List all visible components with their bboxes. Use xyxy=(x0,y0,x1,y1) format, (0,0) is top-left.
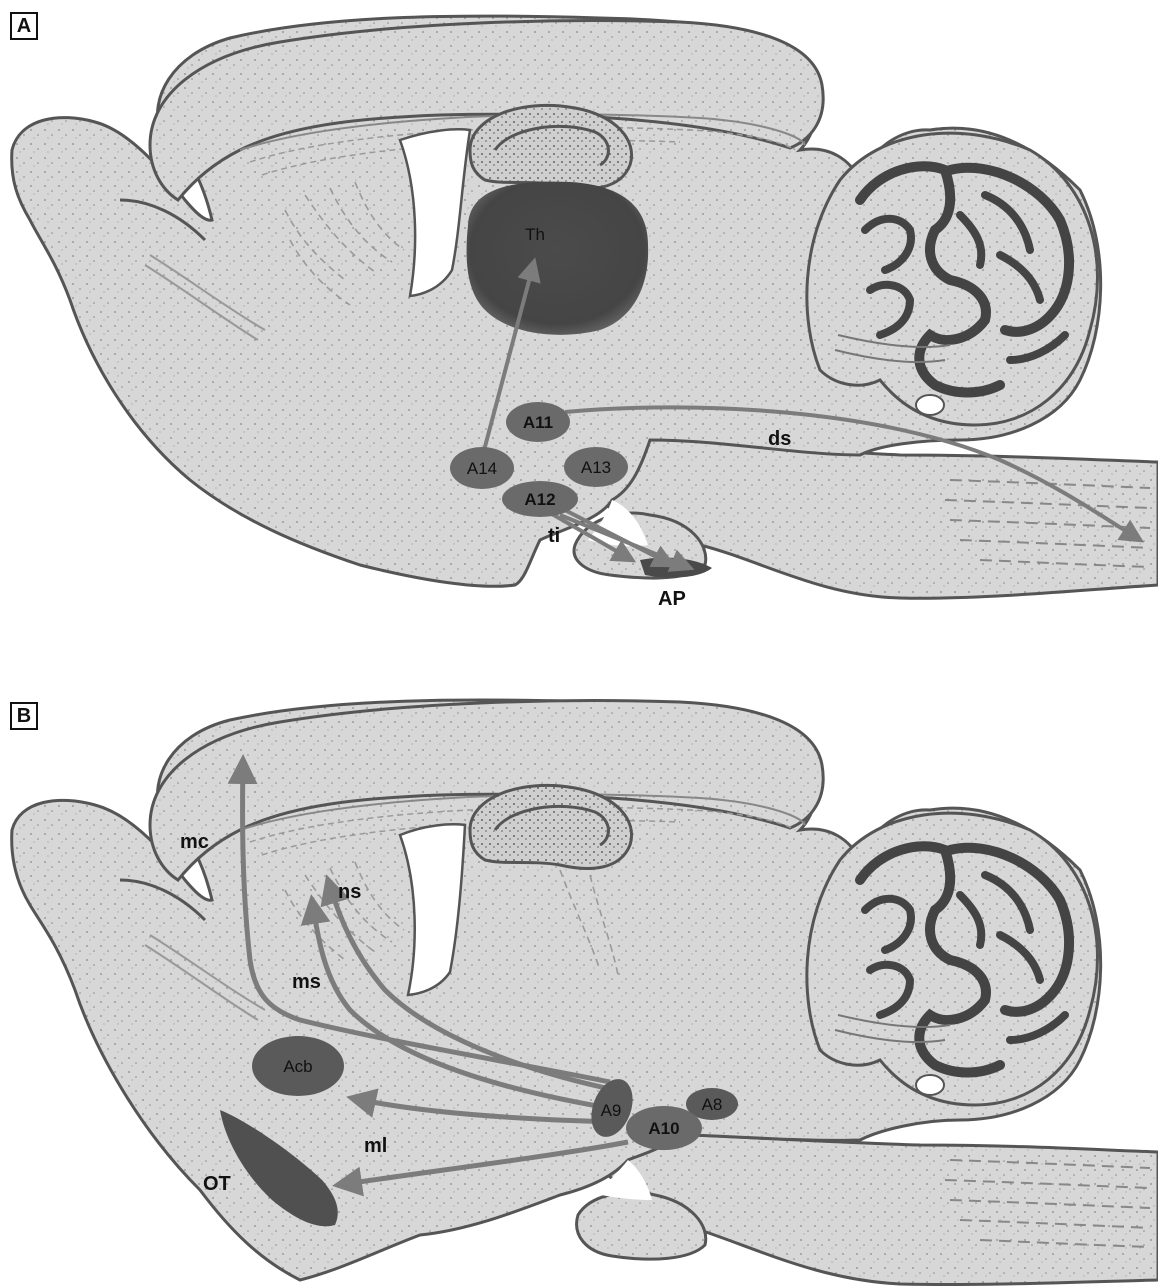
pathway-mc-label: mc xyxy=(180,831,209,853)
pathway-ml-label: ml xyxy=(364,1135,387,1157)
thalamus-label: Th xyxy=(525,225,545,244)
pathway-ms-label: ms xyxy=(292,971,321,993)
nucleus-a14-label: A14 xyxy=(467,459,497,478)
cerebellum xyxy=(807,813,1098,1105)
panel-a: A xyxy=(0,0,1158,640)
panel-b: B xyxy=(0,690,1158,1288)
nucleus-a8-label: A8 xyxy=(702,1095,723,1114)
pathway-ti-label: ti xyxy=(548,525,560,547)
nucleus-a13-label: A13 xyxy=(581,458,611,477)
cerebellum xyxy=(807,133,1098,425)
pathway-ds-label: ds xyxy=(768,428,791,450)
nucleus-a10-label: A10 xyxy=(648,1119,679,1138)
area-postrema-label: AP xyxy=(658,588,686,610)
acb-label: Acb xyxy=(283,1057,312,1076)
panel-a-diagram: Th A11 A13 A14 A12 ds ti AP xyxy=(0,0,1158,640)
thalamus xyxy=(467,182,649,335)
nucleus-a12-label: A12 xyxy=(524,490,555,509)
panel-b-diagram: Acb A9 A8 A10 mc ns ms ml OT xyxy=(0,690,1158,1288)
ot-label: OT xyxy=(203,1173,231,1195)
pathway-ns-label: ns xyxy=(338,881,361,903)
nucleus-a9-label: A9 xyxy=(601,1101,622,1120)
nucleus-a11-label: A11 xyxy=(523,413,553,432)
